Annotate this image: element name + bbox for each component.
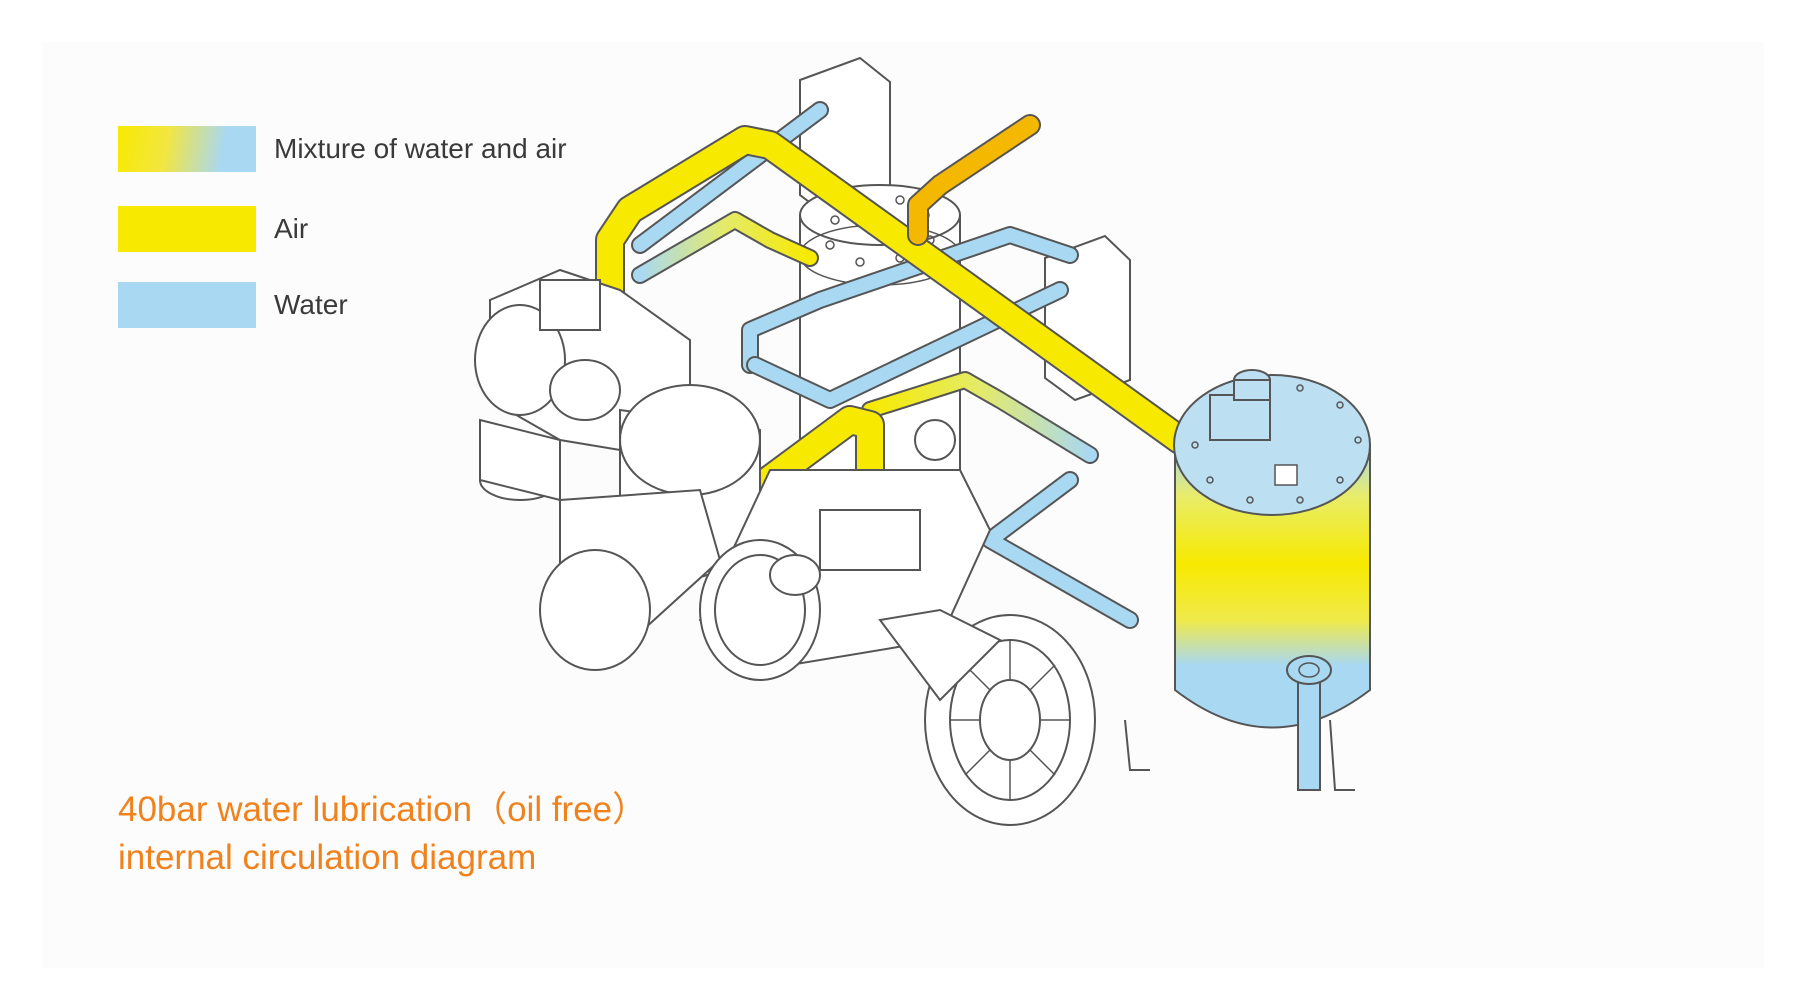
fan-guard	[878, 608, 1096, 826]
legend-swatch-air	[118, 206, 256, 252]
separator-tank	[1124, 369, 1371, 791]
legend-label-air: Air	[274, 213, 309, 244]
caption-line-1: 40bar water lubrication（oil free）	[118, 790, 648, 829]
legend-swatch-mixture	[118, 126, 256, 172]
legend-label-mixture: Mixture of water and air	[274, 133, 567, 164]
discharge-pipe	[907, 114, 1041, 246]
legend-item-water: Water	[118, 282, 348, 328]
legend-label-water: Water	[274, 289, 348, 320]
caption-line-2: internal circulation diagram	[118, 838, 537, 877]
water-pipes	[631, 101, 1139, 629]
mixture-pipes	[631, 211, 1099, 464]
diagram-caption: 40bar water lubrication（oil free） intern…	[118, 786, 647, 882]
legend-swatch-water	[118, 282, 256, 328]
legend-item-mixture: Mixture of water and air	[118, 126, 567, 172]
legend-item-air: Air	[118, 206, 308, 252]
